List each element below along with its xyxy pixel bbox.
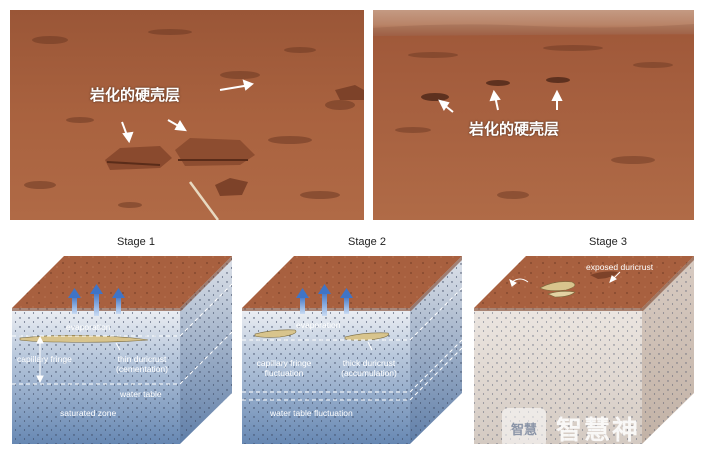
watermark-icon-text: 智慧 [510, 422, 537, 438]
watermark-text: 智慧神 [556, 416, 641, 446]
watermark-logo-icon: 智慧 [502, 408, 546, 448]
exposed-duricrust-slabs [539, 271, 618, 298]
photo-left: 岩化的硬壳层 [10, 10, 364, 220]
duricrust-patches [421, 77, 570, 101]
stage-2-block [242, 256, 463, 444]
stage-2-capillary-line2: fluctuation [264, 368, 304, 378]
stage-2-duricrust-line1: thick duricrust [342, 358, 396, 368]
evaporation-arrows [296, 284, 353, 316]
duricrust-slab [105, 85, 364, 196]
stage-2-evaporation-label: evaporation [296, 320, 341, 330]
mars-terrain-left [10, 10, 364, 220]
capillary-arrow [36, 335, 44, 384]
annotation-arrows [438, 89, 563, 113]
thick-duricrust [254, 329, 297, 338]
thin-duricrust [19, 335, 149, 343]
stage-1-duricrust-label: thin duricrust (cementation) [104, 354, 180, 374]
stage-3-exposed-duricrust-label: exposed duricrust [586, 262, 654, 272]
stage-2-duricrust-line2: (accumulation) [341, 368, 397, 378]
stage-2-water-table-label: water table fluctuation [270, 408, 353, 418]
stage-2-capillary-label: capillary fringe fluctuation [245, 358, 323, 378]
stage-1-title: Stage 1 [117, 236, 155, 248]
evaporation-arrows [68, 284, 125, 316]
stage-1-duricrust-line2: (cementation) [116, 364, 168, 374]
stage-1-capillary-label: capillary fringe [17, 354, 72, 364]
stage-1-saturated-zone-label: saturated zone [60, 408, 117, 418]
stage-2-duricrust-label: thick duricrust (accumulation) [330, 358, 408, 378]
stage-2-title: Stage 2 [348, 236, 386, 248]
photo-right: 岩化的硬壳层 [373, 10, 694, 220]
thick-duricrust [344, 332, 389, 341]
stage-1-block [12, 256, 233, 444]
stage-1-evaporation-label: evaporation [66, 322, 111, 332]
stage-1-water-table-label: water table [120, 389, 162, 399]
duricrust-label-left: 岩化的硬壳层 [90, 86, 181, 104]
stage-2-capillary-line1: capillary fringe [256, 358, 312, 368]
stage-1-duricrust-line1: thin duricrust [117, 354, 167, 364]
duricrust-label-right: 岩化的硬壳层 [469, 120, 560, 138]
annotation-arrows [121, 79, 254, 144]
mars-terrain-right [373, 10, 694, 220]
stage-3-title: Stage 3 [589, 236, 627, 248]
rover-cable [188, 181, 220, 220]
